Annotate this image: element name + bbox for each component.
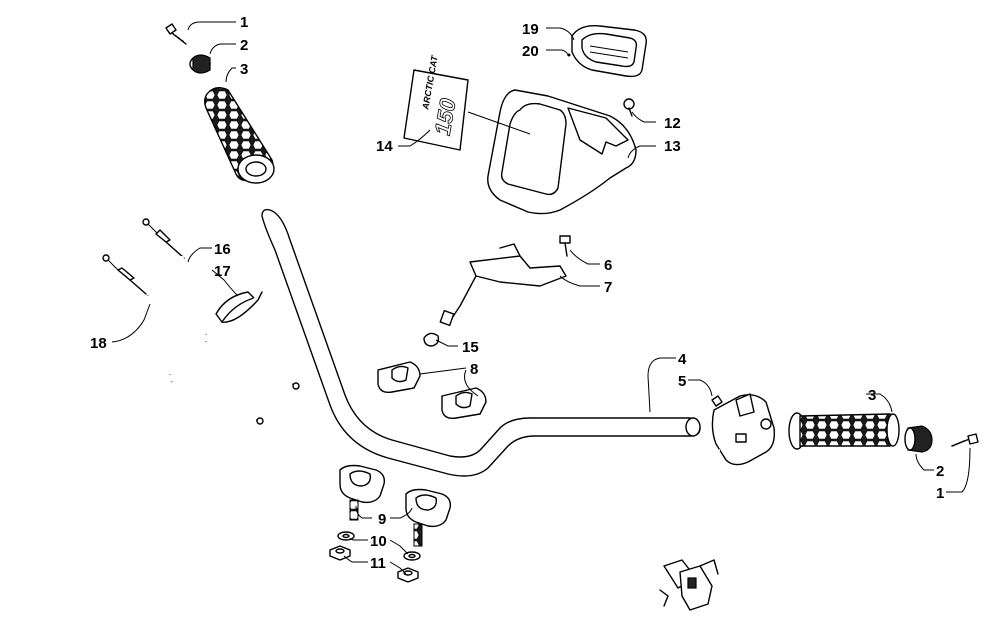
left-grip-end-plug [189,54,211,74]
cable-tie [215,291,263,323]
callout-3-left: 3 [240,61,248,78]
mounting-bracket [439,243,567,327]
right-grip-screw [951,433,979,447]
right-grip-end-plug [904,425,933,453]
left-grip-screw [165,23,187,45]
handlebar-block-right [405,488,452,547]
callout-16: 16 [214,241,231,258]
switch-housing [711,393,776,466]
callout-14: 14 [376,138,393,155]
callout-2-left: 2 [240,37,248,54]
leader-lines [111,21,971,575]
callout-12: 12 [664,115,681,132]
handlebar-cap-lower [441,387,487,420]
callout-19: 19 [522,21,539,38]
bracket-screw [559,235,571,257]
callout-11: 11 [370,555,386,572]
callout-5: 5 [678,373,686,390]
callout-18: 18 [90,335,107,352]
throttle-cable [102,254,264,425]
left-grip [204,87,275,184]
callout-10: 10 [370,533,387,550]
handlebar-block-left [339,464,386,521]
speedometer-decal: ARCTIC CAT 150 [403,53,469,151]
nut-right [397,567,419,583]
callout-20: 20 [522,43,539,60]
callout-7: 7 [604,279,612,296]
washer-left [337,531,355,541]
callout-3-right: 3 [868,387,876,404]
callout-1-left: 1 [240,14,248,31]
callout-6: 6 [604,257,612,274]
callout-17: 17 [214,263,231,280]
callout-4: 4 [678,351,687,368]
washer-right [403,551,421,561]
callout-1-right: 1 [936,485,944,502]
callout-13: 13 [664,138,681,155]
wire-clip [423,332,440,347]
wiring-harness [659,449,721,611]
handlebar [261,208,701,477]
callout-2-right: 2 [936,463,944,480]
callout-15: 15 [462,339,479,356]
speedometer-gauge [567,25,647,78]
right-grip [788,412,900,450]
callout-numbers: 1 2 3 19 20 12 13 14 16 17 18 6 7 15 8 4… [90,14,944,572]
brake-cable-upper [142,218,300,390]
handlebar-cap-upper [377,361,421,394]
speedometer-housing [487,89,637,215]
speedometer-screw [623,98,635,117]
decal-model-text: 150 [430,96,461,137]
callout-9: 9 [378,511,386,528]
callout-8: 8 [470,361,478,378]
